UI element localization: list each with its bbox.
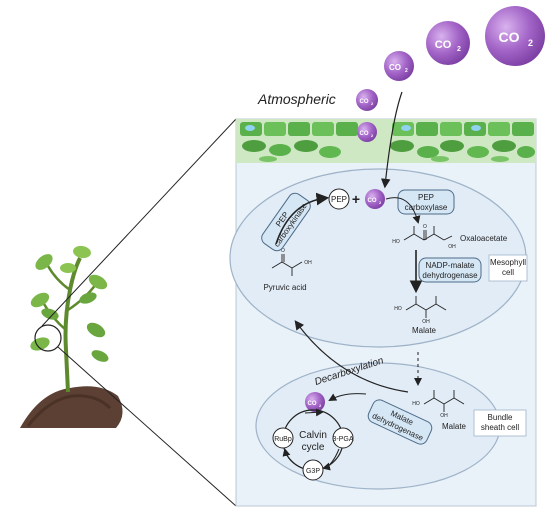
- svg-text:2: 2: [528, 38, 533, 48]
- atmospheric-label: Atmospheric: [257, 91, 336, 107]
- bundle-co2: CO 2: [305, 392, 325, 412]
- leaf-tissue-layer: [236, 119, 536, 163]
- svg-text:Bundle: Bundle: [488, 413, 513, 422]
- zoom-line-bottom: [57, 346, 237, 507]
- rubp-node: RuBp: [272, 427, 294, 449]
- pep-node: PEP: [328, 188, 350, 210]
- svg-text:CO: CO: [360, 131, 369, 137]
- svg-text:G3P: G3P: [306, 468, 320, 475]
- co2-molecule-xsmall: CO 2: [356, 89, 378, 111]
- calvin-cycle-label: Calvin: [299, 430, 327, 441]
- svg-text:PEP: PEP: [331, 195, 347, 204]
- co2-molecule-small: CO 2: [384, 51, 414, 81]
- malate-label-mesophyll: Malate: [412, 326, 437, 335]
- oxaloacetate-oh: OH: [448, 244, 456, 250]
- svg-text:cell: cell: [502, 268, 514, 277]
- fixation-arrow: [304, 408, 324, 417]
- mesophyll-cell-label: Mesophyll cell: [488, 254, 528, 282]
- svg-text:2: 2: [319, 403, 322, 408]
- 3pga-node: 3-PGA: [332, 427, 354, 449]
- malate-oh-bundle: OH: [440, 413, 448, 419]
- co2-molecule-medium: CO 2: [426, 21, 470, 65]
- pyruvic-acid-label: Pyruvic acid: [263, 283, 306, 292]
- oxaloacetate-structure: [403, 226, 453, 241]
- malate-oh-mesophyll: OH: [422, 319, 430, 325]
- reduction-cycle-arrow: [322, 448, 340, 471]
- pyruvic-o: O: [281, 248, 285, 254]
- pyruvic-acid-structure: [271, 254, 303, 276]
- pep-regeneration-arrow: [275, 192, 330, 245]
- oxaloacetate-ho: HO: [392, 239, 400, 245]
- regeneration-arrow: [282, 448, 303, 469]
- svg-text:2: 2: [405, 68, 408, 74]
- svg-text:3-PGA: 3-PGA: [332, 436, 353, 443]
- svg-text:NADP-malate: NADP-malate: [426, 261, 475, 270]
- zoom-line-top: [41, 118, 237, 327]
- oxaloacetate-label: Oxaloacetate: [460, 234, 508, 243]
- svg-text:CO: CO: [435, 39, 452, 51]
- svg-text:2: 2: [379, 200, 382, 205]
- co2-molecule-large: CO 2: [485, 6, 545, 66]
- pyruvic-oh: OH: [304, 260, 312, 266]
- zoom-circle: [34, 324, 62, 352]
- svg-text:PEP: PEP: [418, 193, 434, 202]
- bundle-sheath-cell-label: Bundle sheath cell: [473, 409, 527, 437]
- svg-text:RuBp: RuBp: [274, 436, 292, 443]
- svg-text:CO: CO: [389, 63, 401, 72]
- svg-text:2: 2: [371, 133, 374, 138]
- oxaloacetate-o: O: [423, 224, 427, 230]
- svg-text:dehydrogenase: dehydrogenase: [422, 271, 478, 280]
- plus-sign: +: [352, 191, 360, 207]
- svg-text:carboxylase: carboxylase: [405, 203, 448, 212]
- nadp-malate-dehydrogenase-box: NADP-malate dehydrogenase: [418, 257, 482, 283]
- svg-text:2: 2: [457, 46, 461, 53]
- co2-molecule-xxsmall: CO 2: [357, 122, 377, 142]
- malate-structure-bundle: [423, 390, 465, 412]
- svg-text:CO: CO: [360, 99, 369, 105]
- malate-ho-mesophyll: HO: [394, 306, 402, 312]
- tomato-plant-illustration: [20, 245, 123, 428]
- malate-ho-bundle: HO: [412, 401, 420, 407]
- svg-text:cycle: cycle: [302, 442, 325, 453]
- carboxylation-arrow: [385, 197, 421, 224]
- co2-entry-arrow: [380, 91, 403, 189]
- mesophyll-co2: CO 2: [365, 189, 385, 209]
- svg-text:2: 2: [371, 101, 374, 106]
- g3p-node: G3P: [302, 459, 324, 481]
- svg-text:CO: CO: [499, 29, 520, 45]
- malate-label-bundle: Malate: [442, 422, 467, 431]
- svg-text:CO: CO: [368, 198, 377, 204]
- co2-release-arrow: [328, 393, 367, 401]
- svg-text:Mesophyll: Mesophyll: [490, 258, 526, 267]
- malate-structure-mesophyll: [405, 296, 447, 318]
- svg-text:CO: CO: [308, 401, 317, 407]
- svg-text:sheath cell: sheath cell: [481, 423, 519, 432]
- decarboxylation-arrow: [294, 320, 409, 393]
